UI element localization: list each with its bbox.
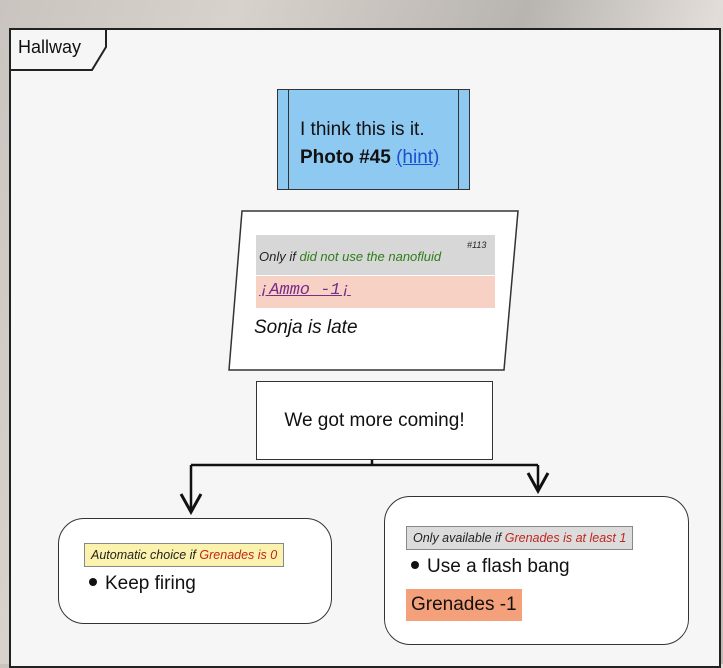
condition-reference: #113 [467,240,487,250]
availability-prefix: Only available if [413,531,502,545]
choice-option-right: Use a flash bang [411,556,570,578]
choice-option-right-label: Use a flash bang [427,556,570,577]
arrowhead-right [526,472,550,495]
photo-node-right-bar [458,90,459,189]
condition-description: Sonja is late [254,317,358,338]
arrowhead-left [179,493,203,516]
hint-link[interactable]: (hint) [396,147,440,168]
auto-choice-condition: Automatic choice if Grenades is 0 [84,543,285,567]
choice-option-left-label: Keep firing [105,573,196,594]
bullet-icon [411,560,419,569]
photo-node-left-bar [288,90,289,189]
auto-choice-prefix: Automatic choice if [91,548,196,562]
photo-node: I think this is it. Photo #45 (hint) [277,89,470,190]
condition-text: Only if did not use the nanofluid [259,249,441,264]
condition-value: did not use the nanofluid [299,249,442,264]
ammo-effect-text[interactable]: ¡Ammo -1¡ [259,281,351,300]
bullet-icon [89,577,97,586]
condition-banner: Only if did not use the nanofluid #113 [256,235,495,275]
choice-flash-bang[interactable]: Only available if Grenades is at least 1… [384,496,689,645]
auto-choice-value: Grenades is 0 [199,548,278,562]
only-if-prefix: Only if [259,249,296,264]
photo-node-line2: Photo #45 (hint) [300,144,439,172]
choice-option-left: Keep firing [89,573,196,595]
dialogue-node: We got more coming! [256,381,493,460]
grenades-effect: Grenades -1 [406,589,522,621]
choice-keep-firing[interactable]: Automatic choice if Grenades is 0 Keep f… [58,518,332,624]
photo-node-text: I think this is it. Photo #45 (hint) [300,116,439,172]
dialogue-node-text: We got more coming! [284,410,465,431]
availability-condition: Only available if Grenades is at least 1 [406,526,634,550]
availability-value: Grenades is at least 1 [504,531,627,545]
panel-tab-label: Hallway [18,37,82,57]
ammo-effect: ¡Ammo -1¡ [256,276,495,308]
photo-label: Photo #45 [300,147,391,168]
photo-node-line1: I think this is it. [300,119,425,140]
